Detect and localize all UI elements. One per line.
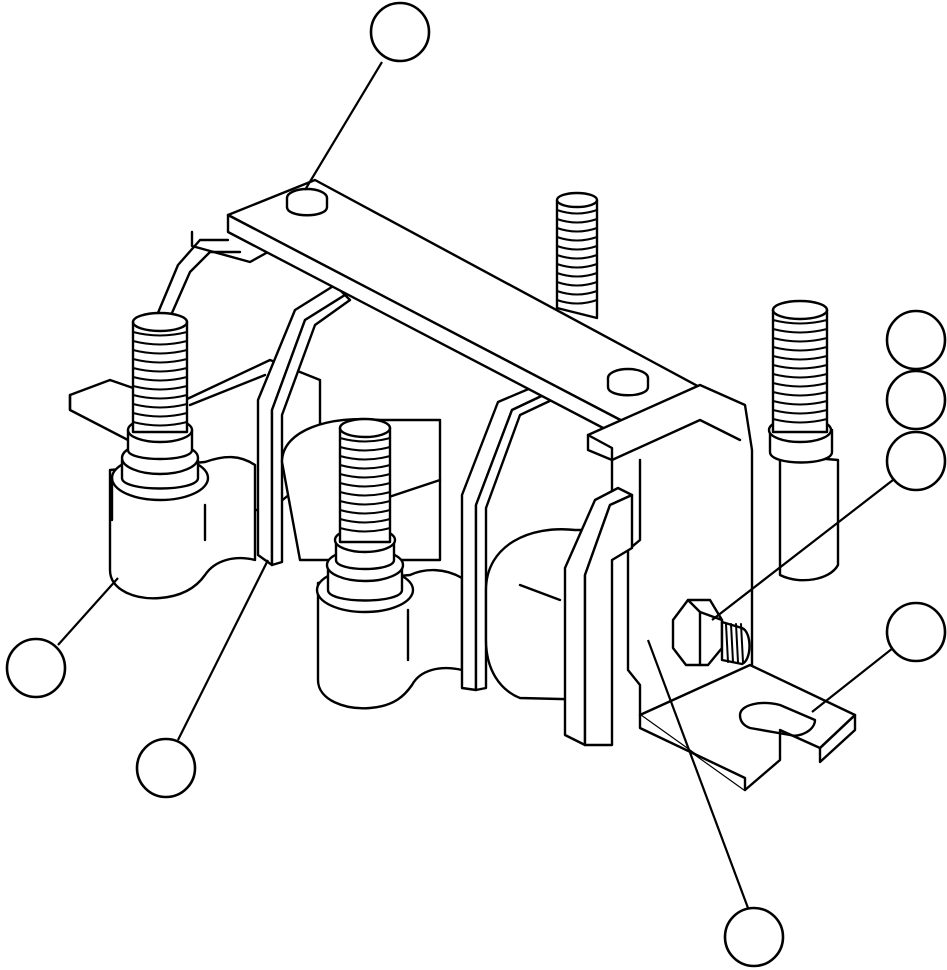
back-stud-thread (556, 272, 598, 278)
left-stud-thread (132, 421, 188, 427)
callout-leader-line (811, 647, 894, 713)
hex-nut-bolt (671, 598, 751, 667)
callout-h (646, 639, 785, 968)
right-stud-thread (772, 400, 828, 406)
callout-g (135, 559, 269, 799)
callout-circle (723, 906, 785, 968)
back-stud-thread (556, 290, 598, 296)
left-stud-thread (132, 385, 188, 391)
back-stud-thread (556, 209, 598, 215)
callout-circle (885, 430, 947, 492)
left-stud-thread (132, 412, 188, 418)
callout-leader-line (177, 559, 269, 741)
left-stud-thread (132, 376, 188, 382)
right-stud-thread (772, 373, 828, 379)
callout-b (885, 309, 947, 371)
bottom-foot-plate (638, 663, 857, 792)
back-stud-thread (556, 281, 598, 287)
back-stud-thread (556, 227, 598, 233)
left-stud-thread (132, 394, 188, 400)
back-stud-thread (556, 299, 598, 305)
callout-leader-line (646, 639, 750, 909)
right-stud-thread (772, 382, 828, 388)
back-stud-thread (556, 263, 598, 269)
center-stud-thread (339, 464, 391, 470)
left-stud-thread (132, 340, 188, 346)
callout-circle (5, 637, 67, 699)
left-clamp (108, 311, 257, 600)
right-stud-thread (772, 418, 828, 424)
callout-circle (369, 1, 431, 63)
right-stud-thread (772, 391, 828, 397)
callout-f (5, 577, 119, 699)
right-stud-thread (772, 355, 828, 361)
center-stud-thread (339, 482, 391, 488)
center-stud-thread (339, 446, 391, 452)
right-stud-thread (772, 319, 828, 325)
left-wire-bracket (153, 230, 270, 324)
callout-e (811, 601, 947, 713)
left-stud-thread (132, 358, 188, 364)
right-stud-thread (772, 364, 828, 370)
callout-c (885, 369, 947, 431)
right-stud-thread (772, 337, 828, 343)
right-stud-thread (772, 409, 828, 415)
callout-leader-line (304, 61, 383, 191)
bolt-thread (740, 623, 744, 663)
bolt-thread (725, 623, 729, 663)
stud-threads (132, 209, 828, 663)
callout-group (5, 1, 947, 968)
back-stud-thread (556, 236, 598, 242)
bolt-thread (730, 623, 734, 663)
callout-leader-line (711, 479, 894, 621)
right-stud-thread (772, 328, 828, 334)
center-stud-thread (339, 500, 391, 506)
left-stud-thread (132, 331, 188, 337)
center-stud-thread (339, 518, 391, 524)
callout-circle (135, 737, 197, 799)
center-stud-thread (339, 473, 391, 479)
back-stud-thread (556, 245, 598, 251)
center-stud-thread (339, 455, 391, 461)
callout-d (711, 430, 947, 621)
right-stud-thread (772, 346, 828, 352)
right-back-clamp (767, 299, 840, 582)
bolt-thread (735, 623, 739, 663)
front-center-clamp (315, 417, 464, 710)
partition-plate-2 (460, 383, 558, 692)
callout-circle (885, 601, 947, 663)
callout-a (304, 1, 431, 191)
center-stud-thread (339, 527, 391, 533)
left-stud-thread (132, 367, 188, 373)
callout-circle (885, 309, 947, 371)
back-stud-thread (556, 218, 598, 224)
left-stud-thread (132, 349, 188, 355)
center-stud-thread (339, 437, 391, 443)
back-stud-thread (556, 254, 598, 260)
center-stud-thread (339, 491, 391, 497)
partition-plate-1 (256, 283, 352, 567)
left-stud-thread (132, 403, 188, 409)
callout-leader-line (57, 577, 119, 646)
center-stud-thread (339, 509, 391, 515)
callout-circle (885, 369, 947, 431)
